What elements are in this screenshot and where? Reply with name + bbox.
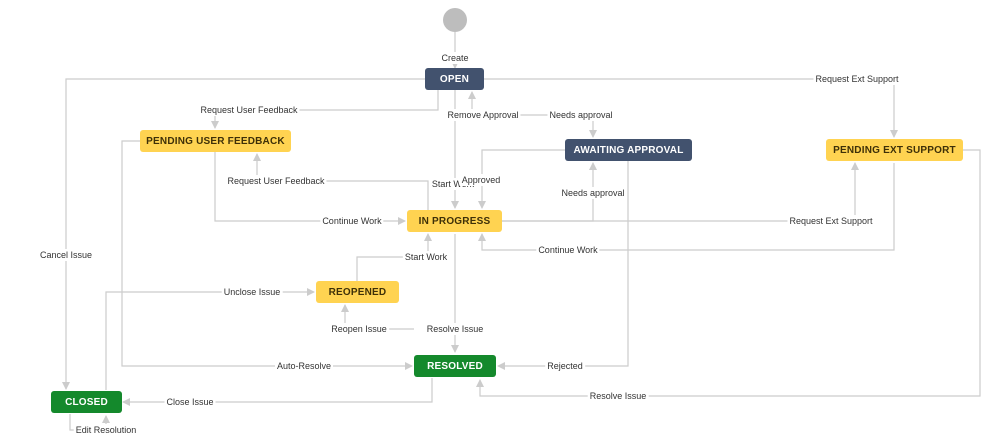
transition-needs-approval-top[interactable]: Needs approval bbox=[547, 109, 615, 121]
transition-request-user-feedback-top[interactable]: Request User Feedback bbox=[198, 104, 300, 116]
status-resolved[interactable]: RESOLVED bbox=[414, 355, 496, 377]
status-pending-ext-support[interactable]: PENDING EXT SUPPORT bbox=[826, 139, 963, 161]
transition-resolve-issue-mid[interactable]: Resolve Issue bbox=[424, 323, 486, 335]
edge-approved bbox=[478, 149, 565, 209]
edge-cancel-issue bbox=[62, 78, 425, 390]
status-reopened[interactable]: REOPENED bbox=[316, 281, 399, 303]
status-open[interactable]: OPEN bbox=[425, 68, 484, 90]
status-in-progress[interactable]: IN PROGRESS bbox=[407, 210, 502, 232]
start-node bbox=[443, 8, 467, 32]
transition-cancel-issue[interactable]: Cancel Issue bbox=[37, 249, 95, 261]
transition-edit-resolution[interactable]: Edit Resolution bbox=[73, 424, 139, 436]
transition-request-ext-support-top[interactable]: Request Ext Support bbox=[813, 73, 901, 85]
transition-close-issue[interactable]: Close Issue bbox=[164, 396, 216, 408]
edge-start-work-reopened bbox=[356, 233, 432, 281]
transition-auto-resolve[interactable]: Auto-Resolve bbox=[274, 360, 334, 372]
edge-request-user-feedback-mid bbox=[253, 153, 429, 210]
edge-continue-work-bottom bbox=[478, 163, 895, 251]
status-closed[interactable]: CLOSED bbox=[51, 391, 122, 413]
status-awaiting-approval[interactable]: AWAITING APPROVAL bbox=[565, 139, 692, 161]
transition-request-user-feedback-mid[interactable]: Request User Feedback bbox=[225, 175, 327, 187]
transition-resolve-issue-right[interactable]: Resolve Issue bbox=[587, 390, 649, 402]
transition-continue-work-left[interactable]: Continue Work bbox=[320, 215, 384, 227]
transition-approved[interactable]: Approved bbox=[459, 174, 503, 186]
status-pending-user-feedback[interactable]: PENDING USER FEEDBACK bbox=[140, 130, 291, 152]
edge-auto-resolve bbox=[121, 140, 413, 370]
edge-rejected bbox=[497, 161, 629, 370]
transition-continue-work-bottom[interactable]: Continue Work bbox=[536, 244, 600, 256]
transition-needs-approval-mid[interactable]: Needs approval bbox=[559, 187, 627, 199]
transition-unclose-issue[interactable]: Unclose Issue bbox=[221, 286, 283, 298]
edge-request-user-feedback-top bbox=[211, 90, 439, 129]
edge-resolve-issue-right bbox=[476, 149, 981, 397]
edge-unclose-issue bbox=[105, 288, 315, 390]
edge-close-issue bbox=[122, 378, 433, 406]
transition-remove-approval[interactable]: Remove Approval bbox=[445, 109, 521, 121]
edge-request-ext-support-right bbox=[502, 162, 859, 222]
transition-reopen-issue[interactable]: Reopen Issue bbox=[329, 323, 389, 335]
transition-start-work-reopened[interactable]: Start Work bbox=[402, 251, 450, 263]
transition-rejected[interactable]: Rejected bbox=[545, 360, 585, 372]
transition-request-ext-support-right[interactable]: Request Ext Support bbox=[787, 215, 875, 227]
edge-request-ext-support-top bbox=[484, 78, 898, 138]
transition-create[interactable]: Create bbox=[439, 52, 471, 64]
